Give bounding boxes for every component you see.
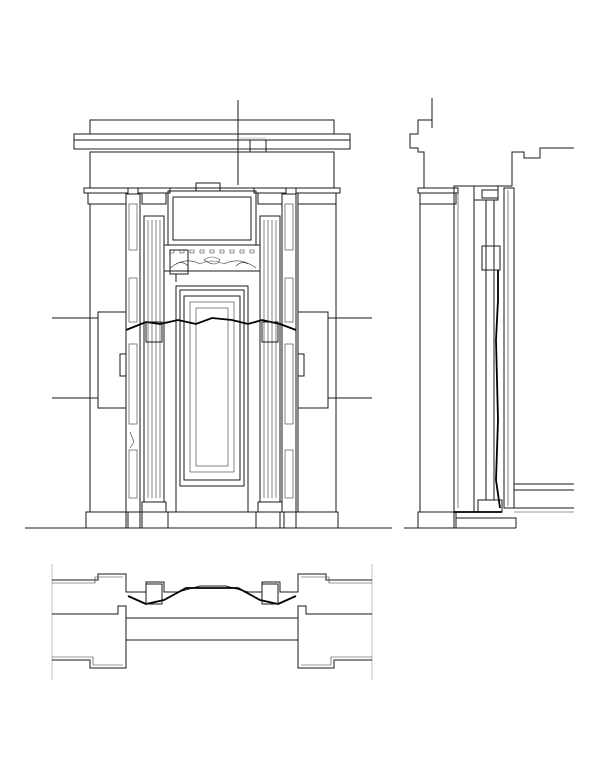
overdoor-panel bbox=[166, 182, 258, 246]
side-cornice-profile bbox=[409, 119, 432, 188]
right-column bbox=[255, 215, 285, 529]
ornamental-band bbox=[163, 244, 261, 282]
side-back-wall bbox=[503, 187, 515, 509]
pilaster-capitals bbox=[83, 187, 341, 205]
left-side-panels bbox=[125, 193, 143, 529]
plan-section bbox=[51, 564, 373, 680]
right-side-panels bbox=[279, 193, 297, 529]
side-section bbox=[404, 98, 574, 529]
side-pilaster bbox=[419, 203, 455, 513]
side-wall-thickness bbox=[453, 185, 475, 513]
frieze bbox=[89, 151, 335, 189]
outer-pilasters bbox=[85, 203, 339, 529]
plan-top-outline bbox=[52, 573, 372, 593]
plan-bottom-outline bbox=[52, 640, 372, 669]
front-elevation bbox=[25, 100, 392, 529]
cornice bbox=[73, 119, 351, 153]
side-entablature-profile bbox=[496, 147, 574, 187]
left-column bbox=[139, 215, 169, 529]
section-cut-line bbox=[52, 311, 372, 449]
door bbox=[168, 285, 256, 513]
